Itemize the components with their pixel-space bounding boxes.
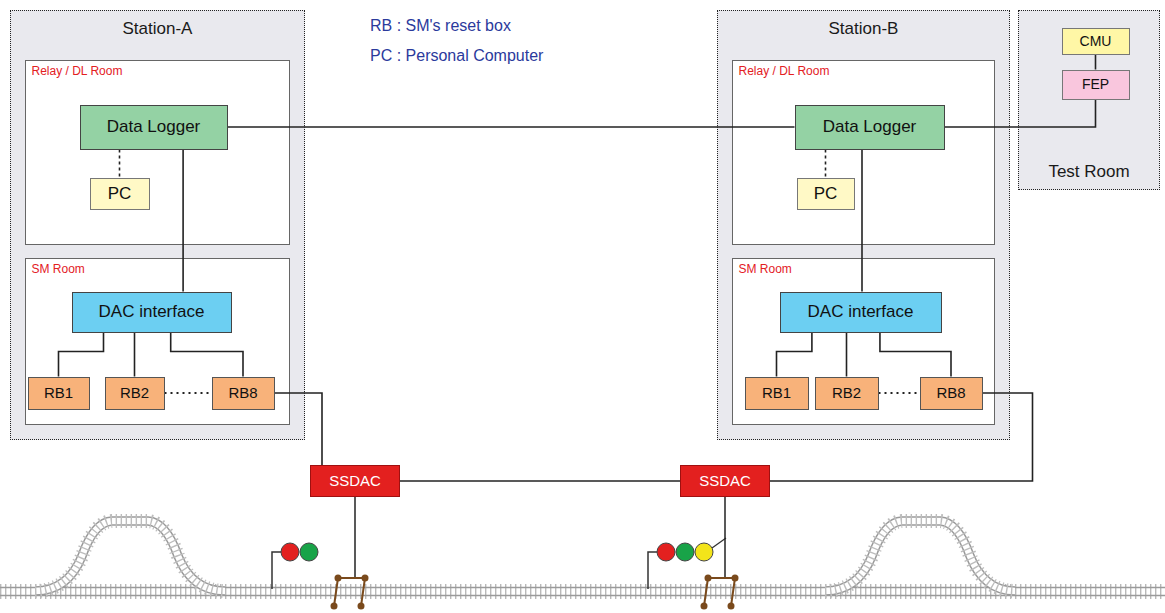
box-label: RB8 xyxy=(936,384,965,401)
room-box: Relay / DL RoomData LoggerPC xyxy=(732,60,995,245)
box-label: DAC interface xyxy=(808,302,914,322)
area-heading: Station-B xyxy=(829,19,899,39)
reset-box: RB8 xyxy=(212,377,275,410)
box-label: RB2 xyxy=(120,384,149,401)
box-label: SSDAC xyxy=(699,472,751,489)
box-label: RB8 xyxy=(228,384,257,401)
legend-note: RB : SM's reset box xyxy=(370,17,511,35)
ssdac-box: SSDAC xyxy=(310,465,400,497)
reset-box: RB2 xyxy=(815,377,879,410)
box-label: DAC interface xyxy=(99,302,205,322)
axle-detector xyxy=(331,497,369,610)
pc-box: PC xyxy=(797,178,855,210)
test-room-area: Test Room CMU FEP xyxy=(1018,10,1160,190)
reset-box: RB2 xyxy=(105,377,165,410)
data-logger-box: Data Logger xyxy=(795,105,945,150)
cable-line xyxy=(400,480,680,482)
area-heading: Relay / DL Room xyxy=(32,65,123,79)
box-label: RB2 xyxy=(832,384,861,401)
dac-interface-box: DAC interface xyxy=(780,292,942,333)
cmu-box: CMU xyxy=(1062,28,1130,55)
signal-two-aspect xyxy=(272,543,318,589)
cable-line xyxy=(228,126,795,128)
legend-note: PC : Personal Computer xyxy=(370,47,543,65)
reset-box: RB1 xyxy=(745,377,809,410)
room-box: SM RoomDAC interfaceRB1 RB2 RB8 xyxy=(25,258,290,425)
box-label: Data Logger xyxy=(823,117,917,137)
turnout-loop xyxy=(35,521,1015,591)
data-logger-box: Data Logger xyxy=(80,105,228,150)
pc-box: PC xyxy=(90,178,150,210)
box-label: PC xyxy=(108,184,132,204)
reset-box: RB8 xyxy=(920,377,983,410)
dac-interface-box: DAC interface xyxy=(72,292,232,333)
box-label: Data Logger xyxy=(107,117,201,137)
signal-three-aspect xyxy=(648,538,726,589)
ssdac-box: SSDAC xyxy=(680,465,770,497)
area-heading: SM Room xyxy=(739,263,792,277)
area-heading: SM Room xyxy=(32,263,85,277)
area-heading: Relay / DL Room xyxy=(739,65,830,79)
box-label: CMU xyxy=(1080,33,1112,49)
reset-box: RB1 xyxy=(28,377,90,410)
room-box: SM RoomDAC interfaceRB1 RB2 RB8 xyxy=(732,258,995,425)
box-label: PC xyxy=(814,184,838,204)
area-heading: Test Room xyxy=(1048,162,1129,182)
room-box: Relay / DL RoomData LoggerPC xyxy=(25,60,290,245)
box-label: RB1 xyxy=(762,384,791,401)
box-label: SSDAC xyxy=(329,472,381,489)
box-label: FEP xyxy=(1082,76,1109,92)
area-heading: Station-A xyxy=(123,19,193,39)
station-area: Station-BRelay / DL RoomData LoggerPCSM … xyxy=(717,10,1010,440)
station-area: Station-ARelay / DL RoomData LoggerPCSM … xyxy=(10,10,305,440)
box-label: RB1 xyxy=(44,384,73,401)
axle-detector xyxy=(701,497,739,610)
fep-box: FEP xyxy=(1062,70,1130,100)
